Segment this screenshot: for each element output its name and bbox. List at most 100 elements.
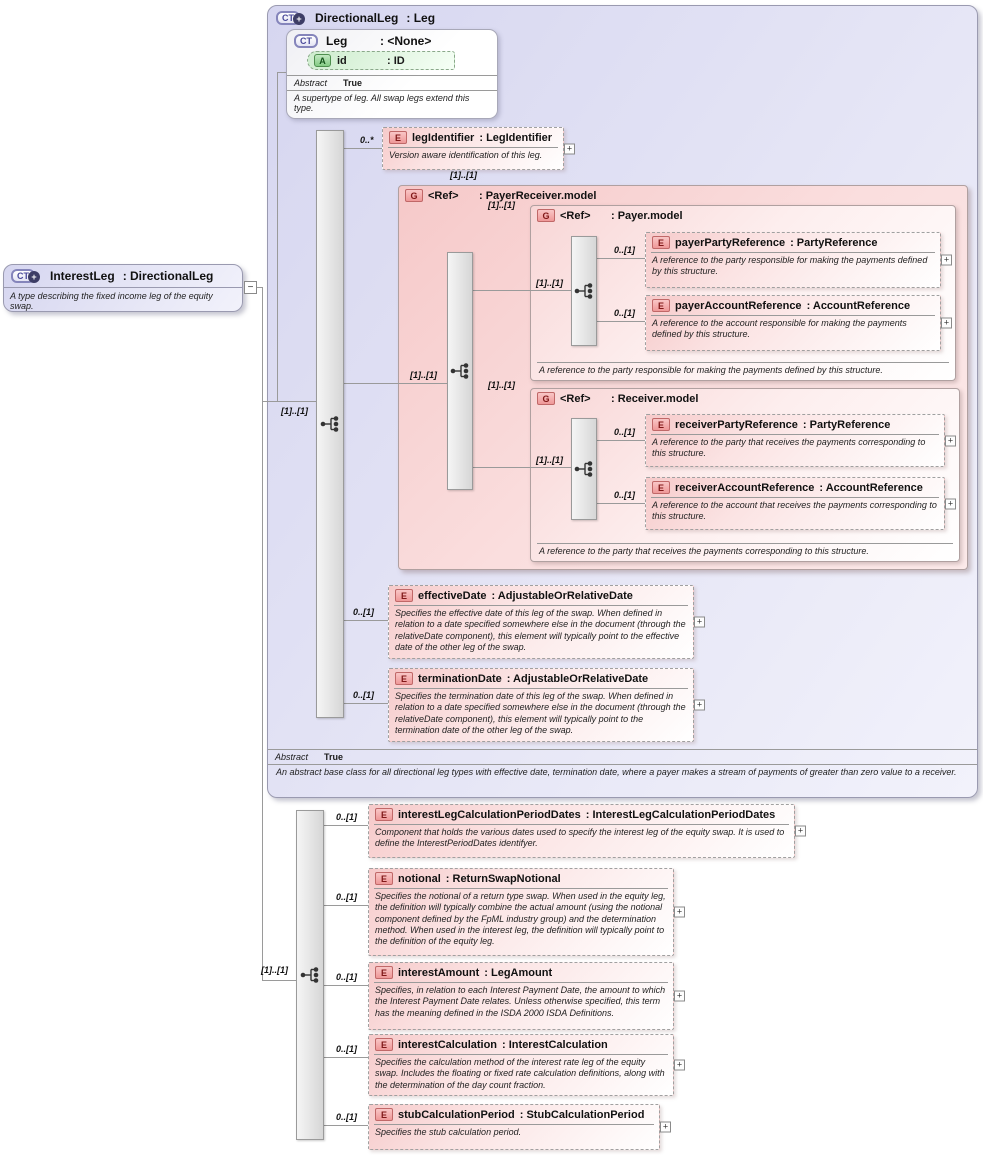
element-type: : AccountReference (819, 481, 923, 494)
leg-base-box: CT Leg : <None> A id : ID Abstract True … (286, 29, 498, 119)
expand-button[interactable]: + (694, 699, 705, 711)
cardinality-label: [1]..[1] (410, 370, 437, 380)
abstract-row: Abstract True (268, 749, 977, 765)
expand-button[interactable]: + (795, 825, 806, 837)
element-type: : InterestLegCalculationPeriodDates (585, 808, 776, 821)
connector (597, 258, 645, 259)
element-icon: E (395, 672, 413, 685)
group-icon: G (537, 209, 555, 222)
group-ref: <Ref> (560, 209, 591, 222)
element-name: payerPartyReference (675, 236, 786, 249)
element-description: Version aware identification of this leg… (388, 147, 558, 164)
connector (597, 440, 645, 441)
cardinality-label: 0..[1] (614, 427, 636, 437)
abstract-value: True (343, 78, 363, 88)
sequence-indicator (571, 236, 597, 346)
element-icon: E (652, 418, 670, 431)
attribute-icon: A (314, 54, 331, 67)
base-type: : <None> (380, 34, 432, 48)
attribute-id: A id : ID (307, 51, 455, 70)
directional-leg-description: An abstract base class for all direction… (276, 767, 957, 777)
connector (344, 148, 382, 149)
complex-type-icon: CT+ (276, 11, 305, 25)
payer-group-header: G <Ref> : Payer.model (531, 206, 955, 224)
expand-button[interactable]: + (694, 616, 705, 628)
cardinality-label: [1]..[1] (261, 965, 288, 975)
connector (344, 620, 388, 621)
element-description: Specifies the stub calculation period. (374, 1124, 654, 1141)
sequence-indicator (571, 418, 597, 520)
expand-button[interactable]: + (941, 254, 952, 266)
interest-leg-box: CT+ InterestLeg : DirectionalLeg A type … (3, 264, 243, 312)
type-name: Leg (326, 34, 348, 48)
element-name: payerAccountReference (675, 299, 802, 312)
cardinality-label: 0..[1] (336, 1044, 358, 1054)
element-description: Component that holds the various dates u… (374, 824, 789, 853)
receiver-group-header: G <Ref> : Receiver.model (531, 389, 959, 407)
element-icon: E (652, 299, 670, 312)
group-icon: G (405, 189, 423, 202)
element-name: terminationDate (418, 672, 502, 685)
cardinality-label: 0..[1] (336, 1112, 358, 1122)
element-description: A reference to the account responsible f… (651, 315, 935, 344)
directional-leg-header: CT+ DirectionalLeg : Leg (268, 6, 977, 30)
expand-button[interactable]: + (564, 143, 575, 154)
sequence-icon (574, 283, 593, 299)
connector (597, 321, 645, 322)
cardinality-label: [1]..[1] (281, 406, 308, 416)
expand-button[interactable]: + (945, 435, 956, 446)
element-icon: E (375, 872, 393, 885)
abstract-value: True (324, 752, 344, 762)
element-description: A reference to the party that receives t… (651, 434, 939, 463)
collapse-button[interactable]: − (244, 281, 257, 294)
element-type: : AccountReference (806, 299, 911, 312)
expand-button[interactable]: + (941, 317, 952, 329)
expand-button[interactable]: + (674, 990, 685, 1002)
expand-button[interactable]: + (945, 498, 956, 509)
complex-type-icon: CT (294, 34, 318, 48)
payer-receiver-group-header: G <Ref> : PayerReceiver.model (399, 186, 967, 204)
element-name: interestLegCalculationPeriodDates (398, 808, 581, 821)
abstract-row: Abstract True (287, 75, 497, 91)
connector (324, 1125, 368, 1126)
cardinality-label: [1]..[1] (488, 200, 515, 210)
derived-plus-icon: + (293, 13, 305, 25)
element-name: effectiveDate (418, 589, 487, 602)
base-type: : Leg (406, 11, 436, 25)
expand-button[interactable]: + (660, 1121, 671, 1133)
element-description: Specifies, in relation to each Interest … (374, 982, 668, 1022)
expand-button[interactable]: + (674, 1059, 685, 1071)
cardinality-label: [1]..[1] (536, 278, 563, 288)
connector (324, 825, 368, 826)
element-description: Specifies the termination date of this l… (394, 688, 688, 739)
complex-type-icon: CT+ (11, 269, 40, 283)
element-icon: E (375, 1038, 393, 1051)
element-description: Specifies the notional of a return type … (374, 888, 668, 950)
connector (324, 905, 368, 906)
directional-leg-footer: Abstract True An abstract base class for… (268, 749, 977, 781)
sequence-icon (300, 967, 319, 983)
connector (257, 287, 263, 288)
connector (277, 72, 287, 73)
leg-header: CT Leg : <None> (287, 30, 497, 50)
element-type: : ReturnSwapNotional (445, 872, 561, 885)
element-icon: E (652, 481, 670, 494)
connector (262, 287, 263, 980)
receiver-group-footer: A reference to the party that receives t… (537, 543, 953, 559)
leg-description: A supertype of leg. All swap legs extend… (294, 93, 470, 113)
element-type: : AdjustableOrRelativeDate (491, 589, 633, 602)
sequence-indicator (447, 252, 473, 490)
group-ref: <Ref> (428, 189, 459, 202)
expand-button[interactable]: + (674, 906, 685, 918)
